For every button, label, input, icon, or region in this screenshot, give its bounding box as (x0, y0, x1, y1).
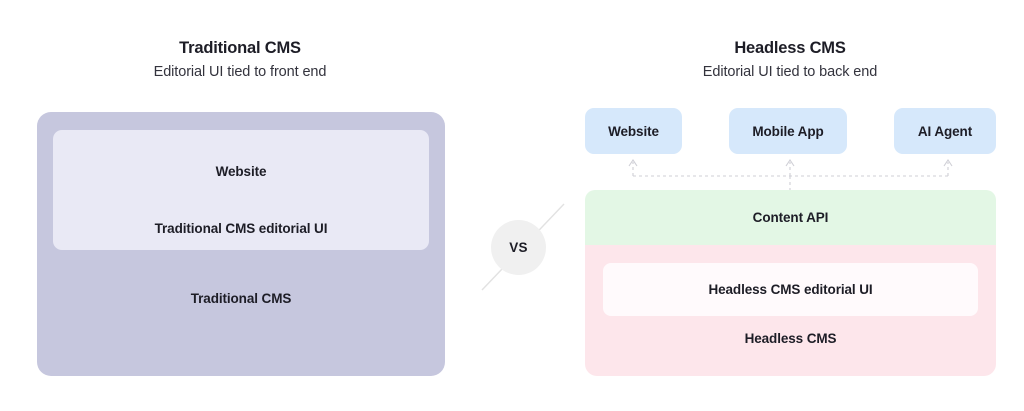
client-chip-mobile-app[interactable]: Mobile App (729, 108, 847, 154)
vs-badge: VS (491, 220, 546, 275)
arrow-up-icon-mobile (785, 159, 795, 167)
vs-divider: VS (480, 202, 566, 292)
headless-cms-label: Headless CMS (744, 331, 837, 346)
headless-cms-heading: Headless CMS Editorial UI tied to back e… (640, 38, 940, 81)
arrow-up-icon-ai-agent (943, 159, 953, 167)
client-chip-mobile-app-label: Mobile App (752, 123, 824, 139)
content-api-block: Content API (585, 190, 996, 245)
client-chip-website-label: Website (608, 123, 659, 139)
traditional-cms-block: Website Traditional CMS editorial UI Tra… (37, 112, 445, 376)
traditional-editorial-ui-label: Traditional CMS editorial UI (154, 221, 328, 236)
client-chip-ai-agent[interactable]: AI Agent (894, 108, 996, 154)
headless-cms-subtitle: Editorial UI tied to back end (702, 63, 878, 80)
client-chip-ai-agent-label: AI Agent (917, 123, 973, 139)
content-api-label: Content API (752, 210, 829, 225)
traditional-website-label: Website (215, 164, 267, 179)
headless-cms-editorial-ui-label: Headless CMS editorial UI (708, 282, 873, 297)
arrow-up-icon-website (628, 159, 638, 167)
traditional-cms-label: Traditional CMS (190, 291, 292, 306)
headless-cms-editorial-ui-block: Headless CMS editorial UI (603, 263, 978, 316)
traditional-cms-title: Traditional CMS (179, 39, 301, 57)
client-chip-website[interactable]: Website (585, 108, 682, 154)
traditional-cms-frontend-block: Website Traditional CMS editorial UI (53, 130, 429, 250)
traditional-cms-heading: Traditional CMS Editorial UI tied to fro… (90, 38, 390, 81)
traditional-cms-subtitle: Editorial UI tied to front end (153, 63, 327, 80)
headless-cms-block: Headless CMS editorial UI Headless CMS (585, 245, 996, 376)
headless-cms-title: Headless CMS (734, 39, 846, 57)
vs-label: VS (509, 240, 528, 255)
